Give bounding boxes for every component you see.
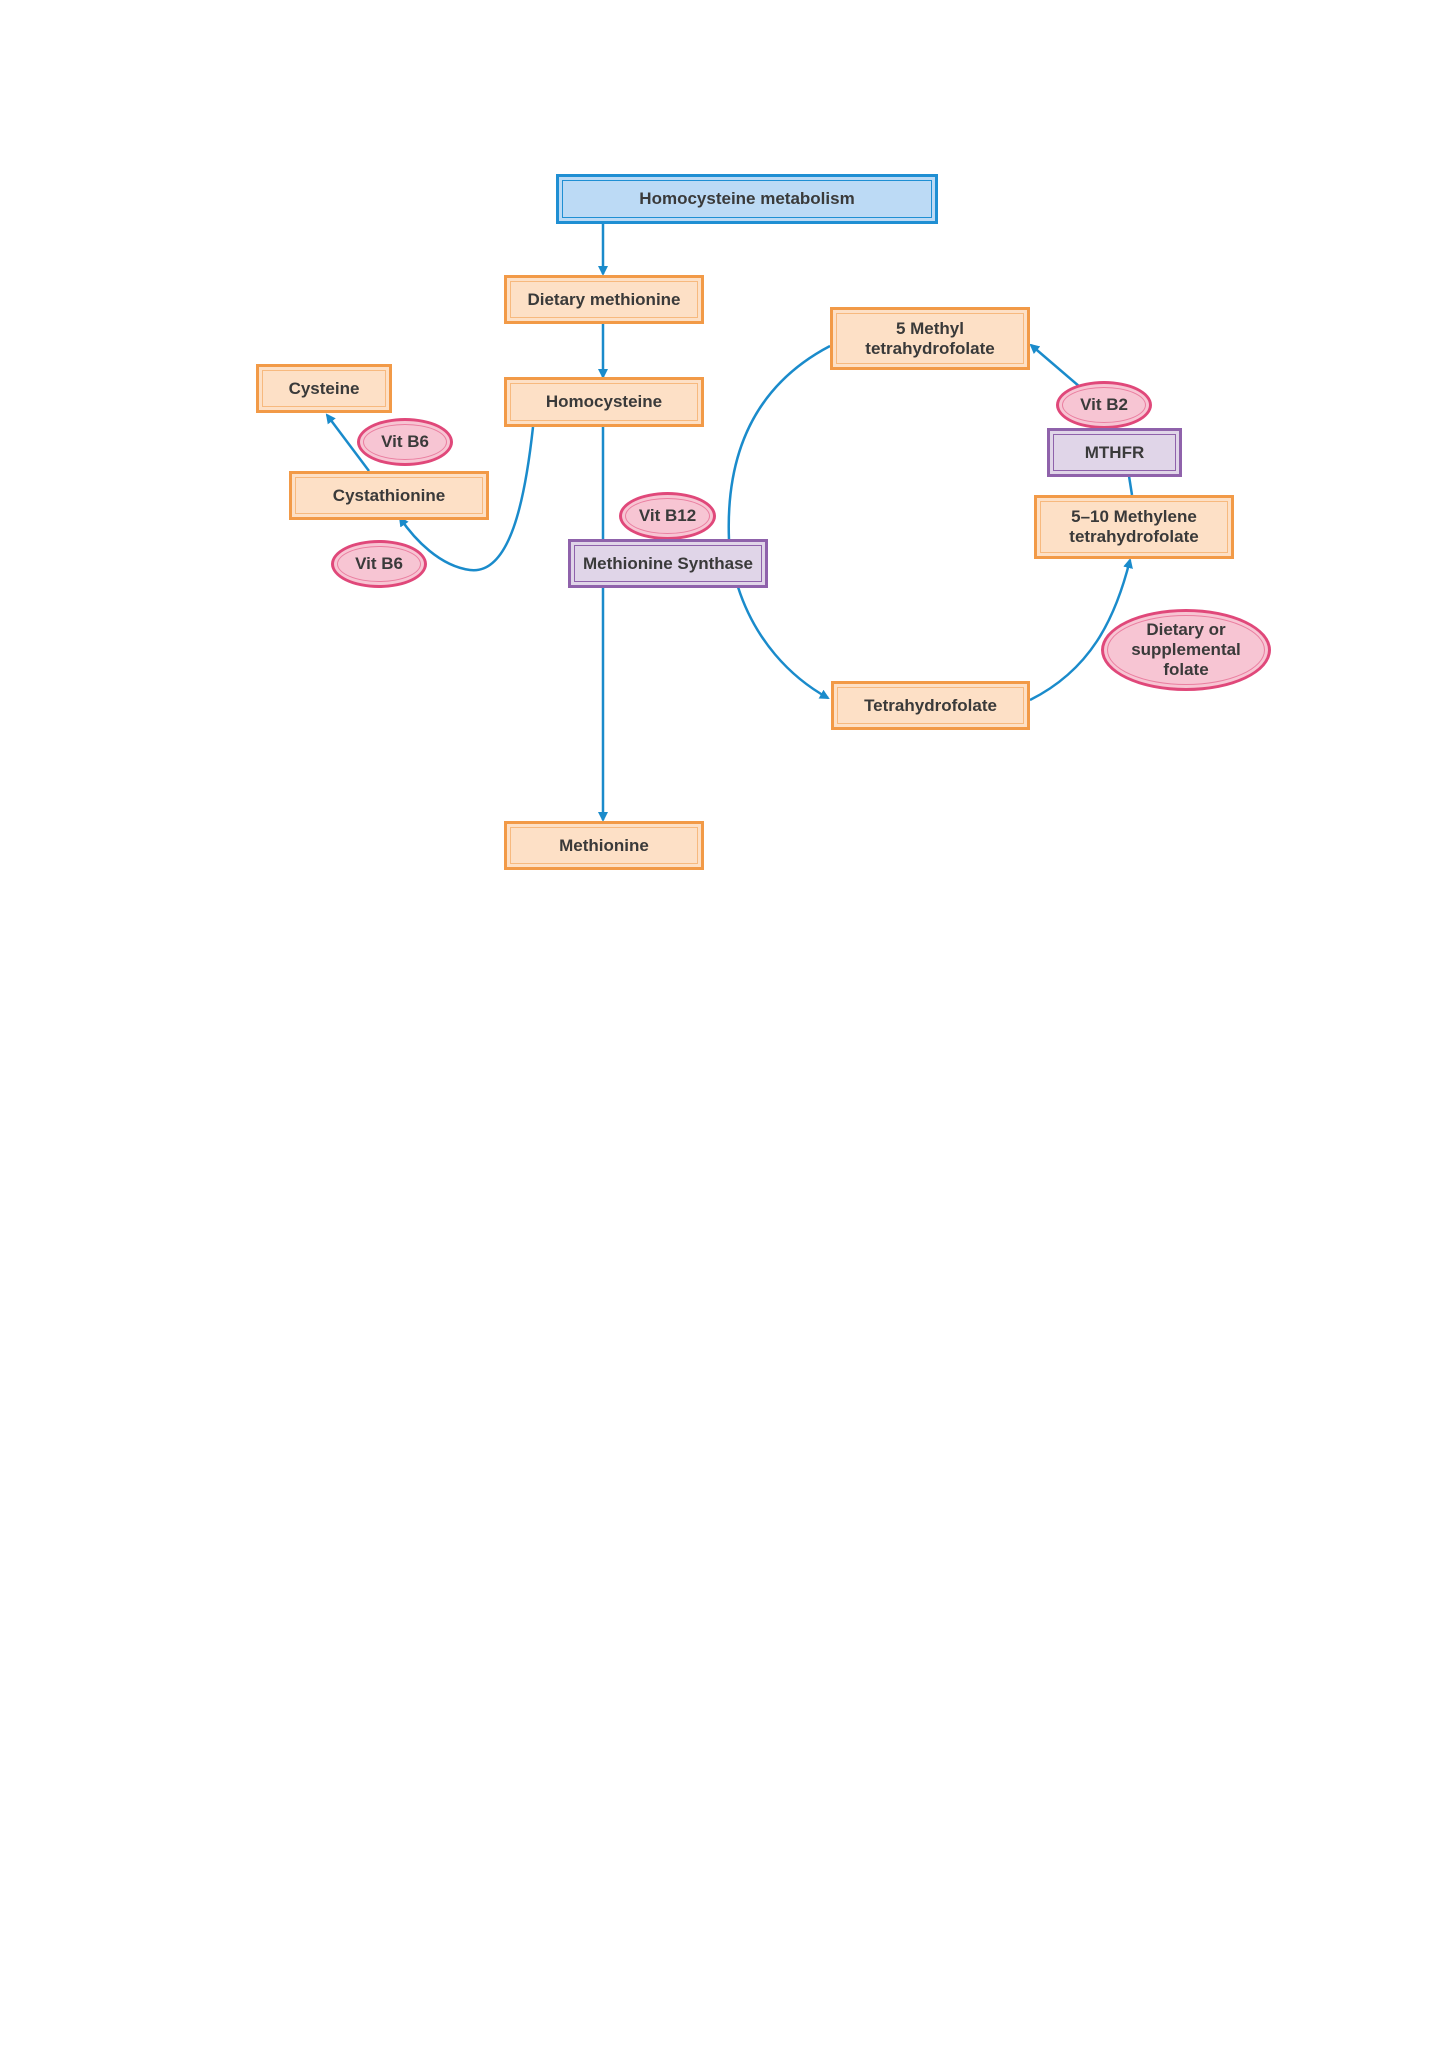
arrow-methionine-synthase-to-tetrahydrofolate [736,586,830,700]
source-dietary-supplemental-folate: Dietary or supplemental folate [1101,609,1271,691]
enzyme-mthfr: MTHFR [1047,428,1182,477]
arrow-cystathionine-to-cysteine [325,413,370,472]
diagram-title: Homocysteine metabolism [556,174,938,224]
node-tetrahydrofolate: Tetrahydrofolate [831,681,1030,730]
arrow-methylene-thf-to-mthfr [1127,475,1134,496]
node-cystathionine: Cystathionine [289,471,489,520]
cofactor-vit-b12: Vit B12 [619,492,716,540]
enzyme-methionine-synthase: Methionine Synthase [568,539,768,588]
arrow-mthfr-to-methyl-thf [1029,343,1081,388]
node-methionine: Methionine [504,821,704,870]
node-homocysteine: Homocysteine [504,377,704,427]
arrow-tetrahydrofolate-to-methylene-thf [1029,558,1133,702]
node-dietary-methionine: Dietary methionine [504,275,704,324]
node-5-methyl-tetrahydrofolate: 5 Methyl tetrahydrofolate [830,307,1030,370]
arrow-methyl-thf-to-methionine-synthase [727,344,831,541]
cofactor-vit-b2: Vit B2 [1056,381,1152,429]
arrow-homocysteine-to-cystathionine [398,426,535,572]
cofactor-vit-b6-lower: Vit B6 [331,540,427,588]
node-5-10-methylene-tetrahydrofolate: 5–10 Methylene tetrahydrofolate [1034,495,1234,559]
cofactor-vit-b6-upper: Vit B6 [357,418,453,466]
node-cysteine: Cysteine [256,364,392,413]
